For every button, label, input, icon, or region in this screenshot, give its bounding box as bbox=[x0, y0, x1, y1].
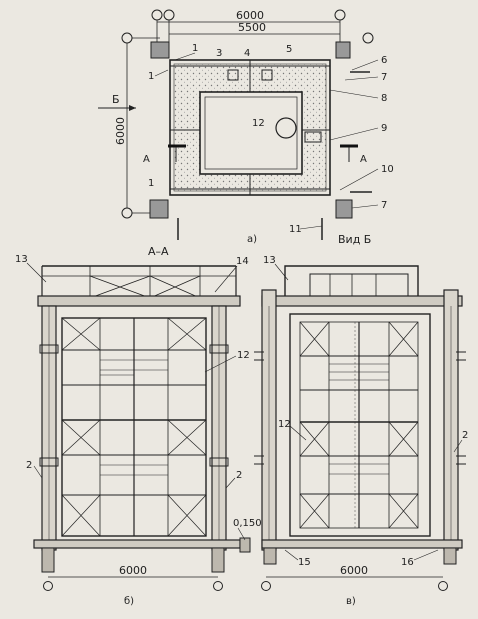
section-mark-right: А bbox=[360, 154, 367, 165]
callout: 7 bbox=[381, 72, 387, 83]
axis-marker bbox=[334, 9, 346, 21]
axis-marker bbox=[43, 581, 53, 591]
callout: 5 bbox=[286, 44, 292, 55]
plan-view: 6000 5500 6000 А А bbox=[98, 9, 394, 245]
axis-marker bbox=[151, 9, 163, 21]
callout: 12 bbox=[237, 350, 250, 361]
bottom-beam bbox=[261, 539, 463, 549]
plan-inner-opening bbox=[199, 91, 303, 175]
view-b-sublabel: в) bbox=[346, 596, 356, 607]
callout: 12 bbox=[278, 419, 291, 430]
callout: 8 bbox=[381, 93, 387, 104]
callout: 10 bbox=[381, 164, 394, 175]
section-aa-view: А–А bbox=[15, 245, 262, 607]
callout: 3 bbox=[216, 48, 222, 59]
callout: 2 bbox=[462, 430, 468, 441]
axis-marker bbox=[213, 581, 223, 591]
axis-marker bbox=[362, 32, 374, 44]
section-mark-left: А bbox=[143, 154, 150, 165]
plan-sublabel: а) bbox=[247, 234, 257, 245]
dim-side-label: 6000 bbox=[114, 117, 127, 145]
view-b-title: Вид Б bbox=[338, 233, 371, 246]
axis-marker bbox=[121, 32, 133, 44]
corner-jack bbox=[335, 41, 351, 59]
callout: 9 bbox=[381, 123, 387, 134]
callout: 11 bbox=[289, 224, 302, 235]
axis-marker bbox=[261, 581, 271, 591]
corner-jack bbox=[335, 199, 353, 219]
view-b: Вид Б 6000 bbox=[254, 233, 468, 607]
view-b-dim-label: 6000 bbox=[340, 564, 368, 577]
corner-jack bbox=[150, 41, 170, 59]
corner-jack bbox=[149, 199, 169, 219]
axis-marker bbox=[121, 207, 133, 219]
callout: 12 bbox=[252, 118, 265, 129]
dim-inner-label: 5500 bbox=[238, 21, 266, 34]
callout: 1 bbox=[148, 178, 154, 189]
callout: 14 bbox=[236, 256, 249, 267]
callout: 6 bbox=[381, 55, 387, 66]
callout: 2 bbox=[236, 470, 242, 481]
bottom-beam bbox=[33, 539, 241, 549]
section-offset-label: 0,150 bbox=[233, 518, 262, 529]
callout: 7 bbox=[381, 200, 387, 211]
formwork-panel bbox=[289, 313, 431, 537]
callout: 15 bbox=[298, 557, 311, 568]
section-sublabel: б) bbox=[124, 596, 134, 607]
deck-beam bbox=[261, 295, 463, 307]
pipe-loop bbox=[275, 117, 297, 139]
callout: 13 bbox=[263, 255, 276, 266]
axis-marker bbox=[163, 9, 175, 21]
section-aa-title: А–А bbox=[148, 245, 169, 258]
callout: 1 bbox=[192, 43, 198, 54]
callout: 1 bbox=[148, 71, 154, 82]
callout: 2 bbox=[26, 460, 32, 471]
deck-beam bbox=[37, 295, 241, 307]
direction-mark: Б bbox=[112, 93, 120, 106]
section-dim-label: 6000 bbox=[119, 564, 147, 577]
callout: 16 bbox=[401, 557, 414, 568]
dim-outer-label: 6000 bbox=[236, 9, 264, 22]
callout: 4 bbox=[244, 48, 250, 59]
axis-marker bbox=[438, 581, 448, 591]
callout: 13 bbox=[15, 254, 28, 265]
